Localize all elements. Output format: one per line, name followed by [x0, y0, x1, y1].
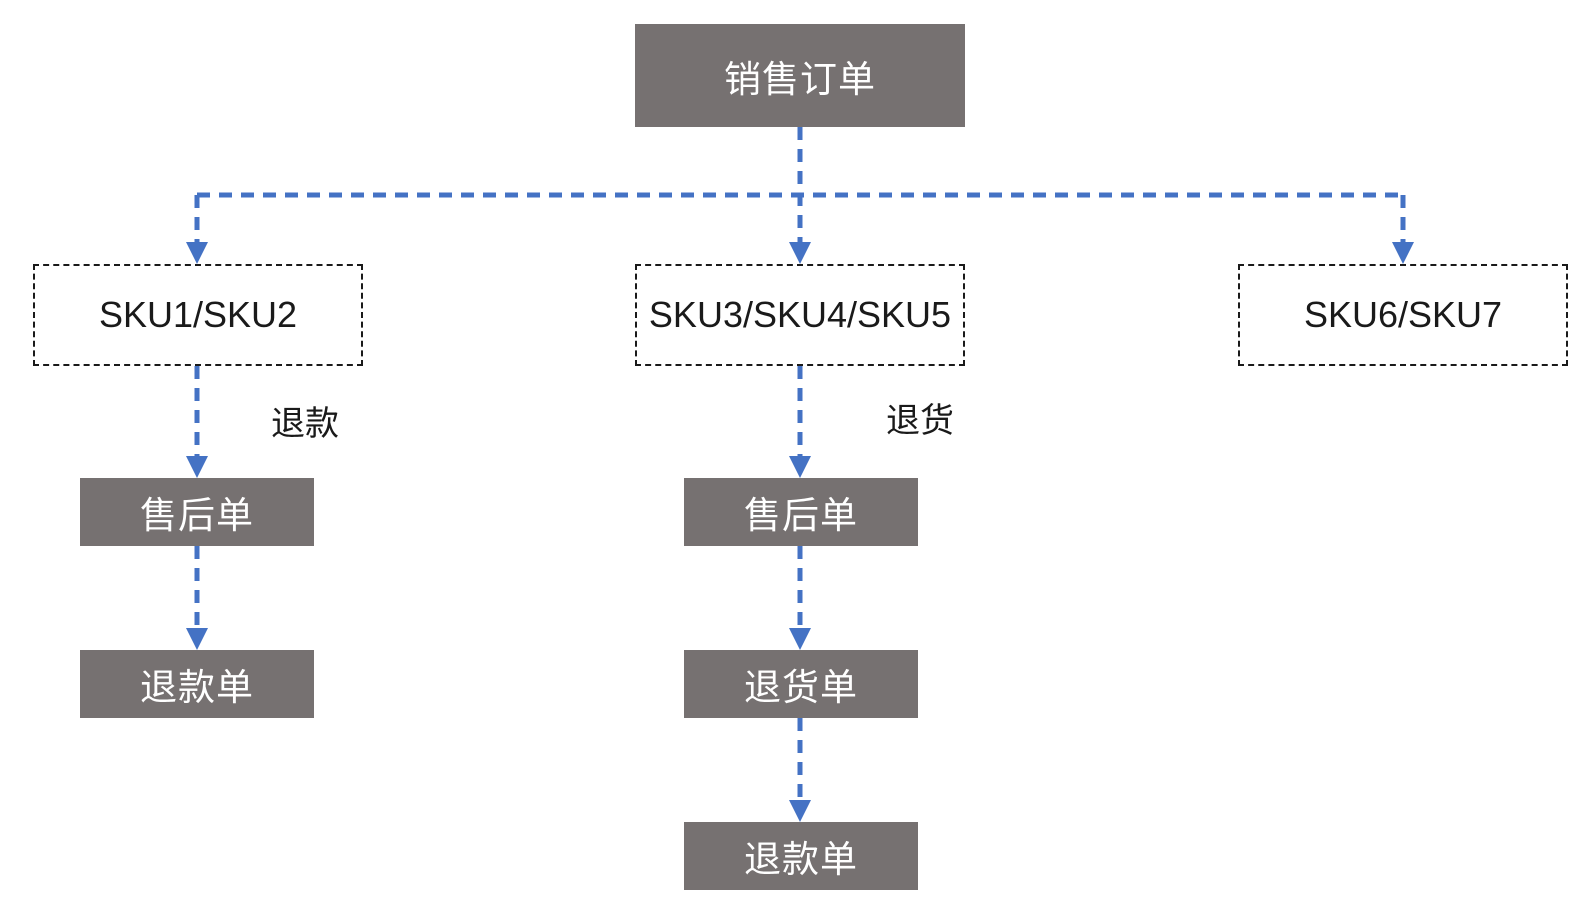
node-sku1-sku2: SKU1/SKU2 [33, 264, 363, 366]
node-refund-left-label: 退款单 [140, 667, 254, 708]
node-sales-order-label: 销售订单 [724, 58, 876, 100]
edge-label-refund-text: 退款 [271, 405, 339, 443]
node-refund-middle: 退款单 [684, 822, 918, 890]
edge-label-return-text: 退货 [886, 402, 954, 440]
node-sku6-sku7: SKU6/SKU7 [1238, 264, 1568, 366]
node-sku3-sku4-sku5: SKU3/SKU4/SKU5 [635, 264, 965, 366]
node-aftersales-left-label: 售后单 [140, 495, 254, 536]
node-return-middle: 退货单 [684, 650, 918, 718]
edge-label-return: 退货 [886, 404, 954, 438]
node-sku6-sku7-label: SKU6/SKU7 [1303, 294, 1503, 335]
node-aftersales-middle-label: 售后单 [744, 495, 858, 536]
node-refund-left: 退款单 [80, 650, 314, 718]
node-refund-middle-label: 退款单 [744, 839, 858, 880]
node-aftersales-middle: 售后单 [684, 478, 918, 546]
node-sku1-sku2-label: SKU1/SKU2 [98, 294, 298, 335]
edge-label-refund: 退款 [271, 407, 339, 441]
node-aftersales-left: 售后单 [80, 478, 314, 546]
node-sku3-sku4-sku5-label: SKU3/SKU4/SKU5 [648, 294, 952, 335]
node-return-middle-label: 退货单 [744, 667, 858, 708]
node-sales-order: 销售订单 [635, 24, 965, 127]
